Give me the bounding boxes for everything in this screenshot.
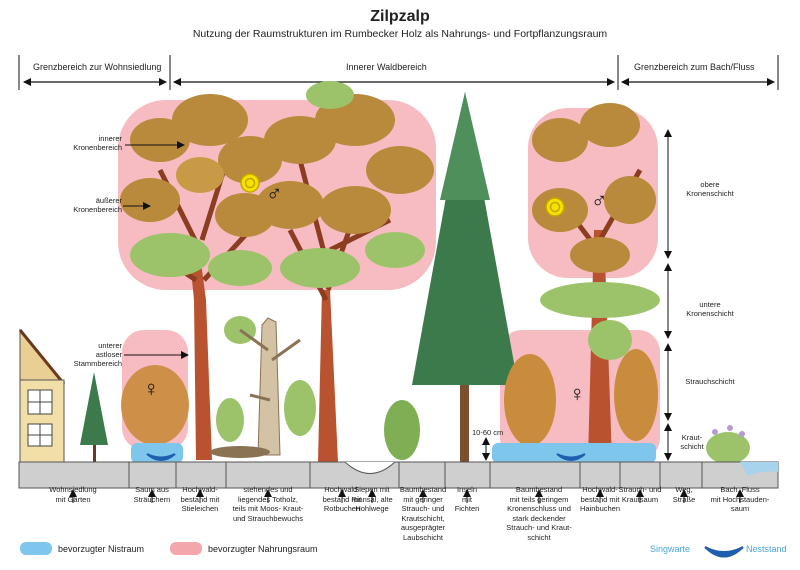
male-symbol-left: ♂	[266, 181, 283, 206]
habitat-label: stehendes und liegendes Totholz, teils m…	[232, 485, 304, 523]
layer-brackets	[482, 129, 672, 461]
dead-tree	[210, 317, 301, 458]
legend-label-food: bevorzugter Nahrungsraum	[208, 544, 318, 554]
shrub-left	[121, 316, 316, 445]
house	[18, 328, 66, 463]
zone-label-left: Grenzbereich zur Wohnsiedlung	[33, 62, 162, 72]
habitat-label: Hochwald- bestand mit Stieleichen	[180, 485, 220, 513]
habitat-label: Baumbestand mit geringer Strauch- und Kr…	[399, 485, 447, 542]
female-symbol-left: ♀	[143, 376, 160, 401]
label-lower-crown-line1: untere	[699, 300, 721, 309]
label-herb-layer: Kraut- schicht	[672, 433, 712, 451]
song-post-left	[240, 173, 260, 193]
bottom-arrows	[69, 489, 744, 503]
nest-bowl-left	[146, 453, 176, 461]
nest-zone-right	[492, 443, 656, 463]
small-shrub-middle	[384, 400, 420, 460]
label-trunk: unterer astloser Stammbereich	[50, 341, 122, 368]
habitat-label: Saum aus Sträuchern	[133, 485, 171, 504]
label-herb-line2: schicht	[680, 442, 704, 451]
label-herb-line1: Kraut-	[681, 433, 703, 442]
diagram-subtitle: Nutzung der Raumstrukturen im Rumbecker …	[192, 28, 608, 40]
stream	[740, 462, 778, 476]
label-trunk-line1: unterer	[98, 341, 122, 350]
big-spruce	[412, 92, 518, 462]
tall-herbs-right	[706, 425, 750, 464]
ravine	[344, 461, 396, 474]
label-upper-crown-line2: Kronenschicht	[686, 189, 734, 198]
habitat-label: Weg, Straße	[672, 485, 696, 504]
habitat-label: Wohnsiedlung mit Gärten	[49, 485, 97, 504]
legend-swatch-nest	[20, 542, 52, 555]
song-post-right	[545, 197, 565, 217]
label-lower-crown: untere Kronenschicht	[672, 300, 748, 318]
label-trunk-line3: Stammbereich	[73, 359, 122, 368]
label-lower-crown-line2: Kronenschicht	[686, 309, 734, 318]
zone-label-center: Innerer Waldbereich	[346, 62, 427, 72]
legend-label-song-post: Singwarte	[650, 544, 691, 554]
legend-label-nest: bevorzugter Nistraum	[58, 544, 145, 554]
label-upper-crown: obere Kronenschicht	[672, 180, 748, 198]
habitat-label: Inseln mit Fichten	[454, 485, 480, 513]
diagram-title: Zilpzalp	[370, 8, 430, 25]
habitat-label: Hochwald- bestand mit Rotbuchen	[322, 485, 362, 513]
label-inner-crown: innerer Kronenbereich	[50, 134, 122, 152]
habitat-label: Baumbestand mit teils geringem Kronensch…	[506, 485, 572, 542]
oak-tree-middle	[256, 81, 434, 462]
legend-swatch-food	[170, 542, 202, 555]
label-shrub-layer: Strauchschicht	[685, 377, 735, 386]
habitat-label: Hochwald- bestand mit Hainbuchen	[579, 485, 621, 513]
oak-tree-left	[120, 94, 282, 460]
habitat-label: Bach, Fluss mit Hochstauden- saum	[710, 485, 770, 513]
zone-label-right: Grenzbereich zum Bach/Fluss	[634, 62, 755, 72]
label-trunk-line2: astloser	[95, 350, 122, 359]
small-spruce-left	[80, 372, 108, 462]
label-inner-crown-line1: innerer	[98, 134, 122, 143]
female-symbol-right: ♀	[569, 381, 586, 406]
label-outer-crown-line1: äußerer	[95, 196, 122, 205]
shrub-right	[504, 320, 658, 446]
nest-bowl-right	[556, 453, 586, 461]
label-outer-crown-line2: Kronenbereich	[73, 205, 122, 214]
label-height-note: 10-60 cm	[472, 428, 504, 437]
label-upper-crown-line1: obere	[700, 180, 720, 189]
habitat-label: Strauch- und Krautsaum	[618, 485, 662, 504]
legend-nest-bowl	[704, 546, 744, 558]
label-inner-crown-line2: Kronenbereich	[73, 143, 122, 152]
habitat-label: Siepen mit Rinnsal, alte Hohlwege	[351, 485, 393, 513]
label-outer-crown: äußerer Kronenbereich	[50, 196, 122, 214]
ground-dividers	[128, 462, 703, 488]
male-symbol-right: ♂	[591, 188, 608, 213]
legend-label-nest-site: Neststand	[746, 544, 787, 554]
